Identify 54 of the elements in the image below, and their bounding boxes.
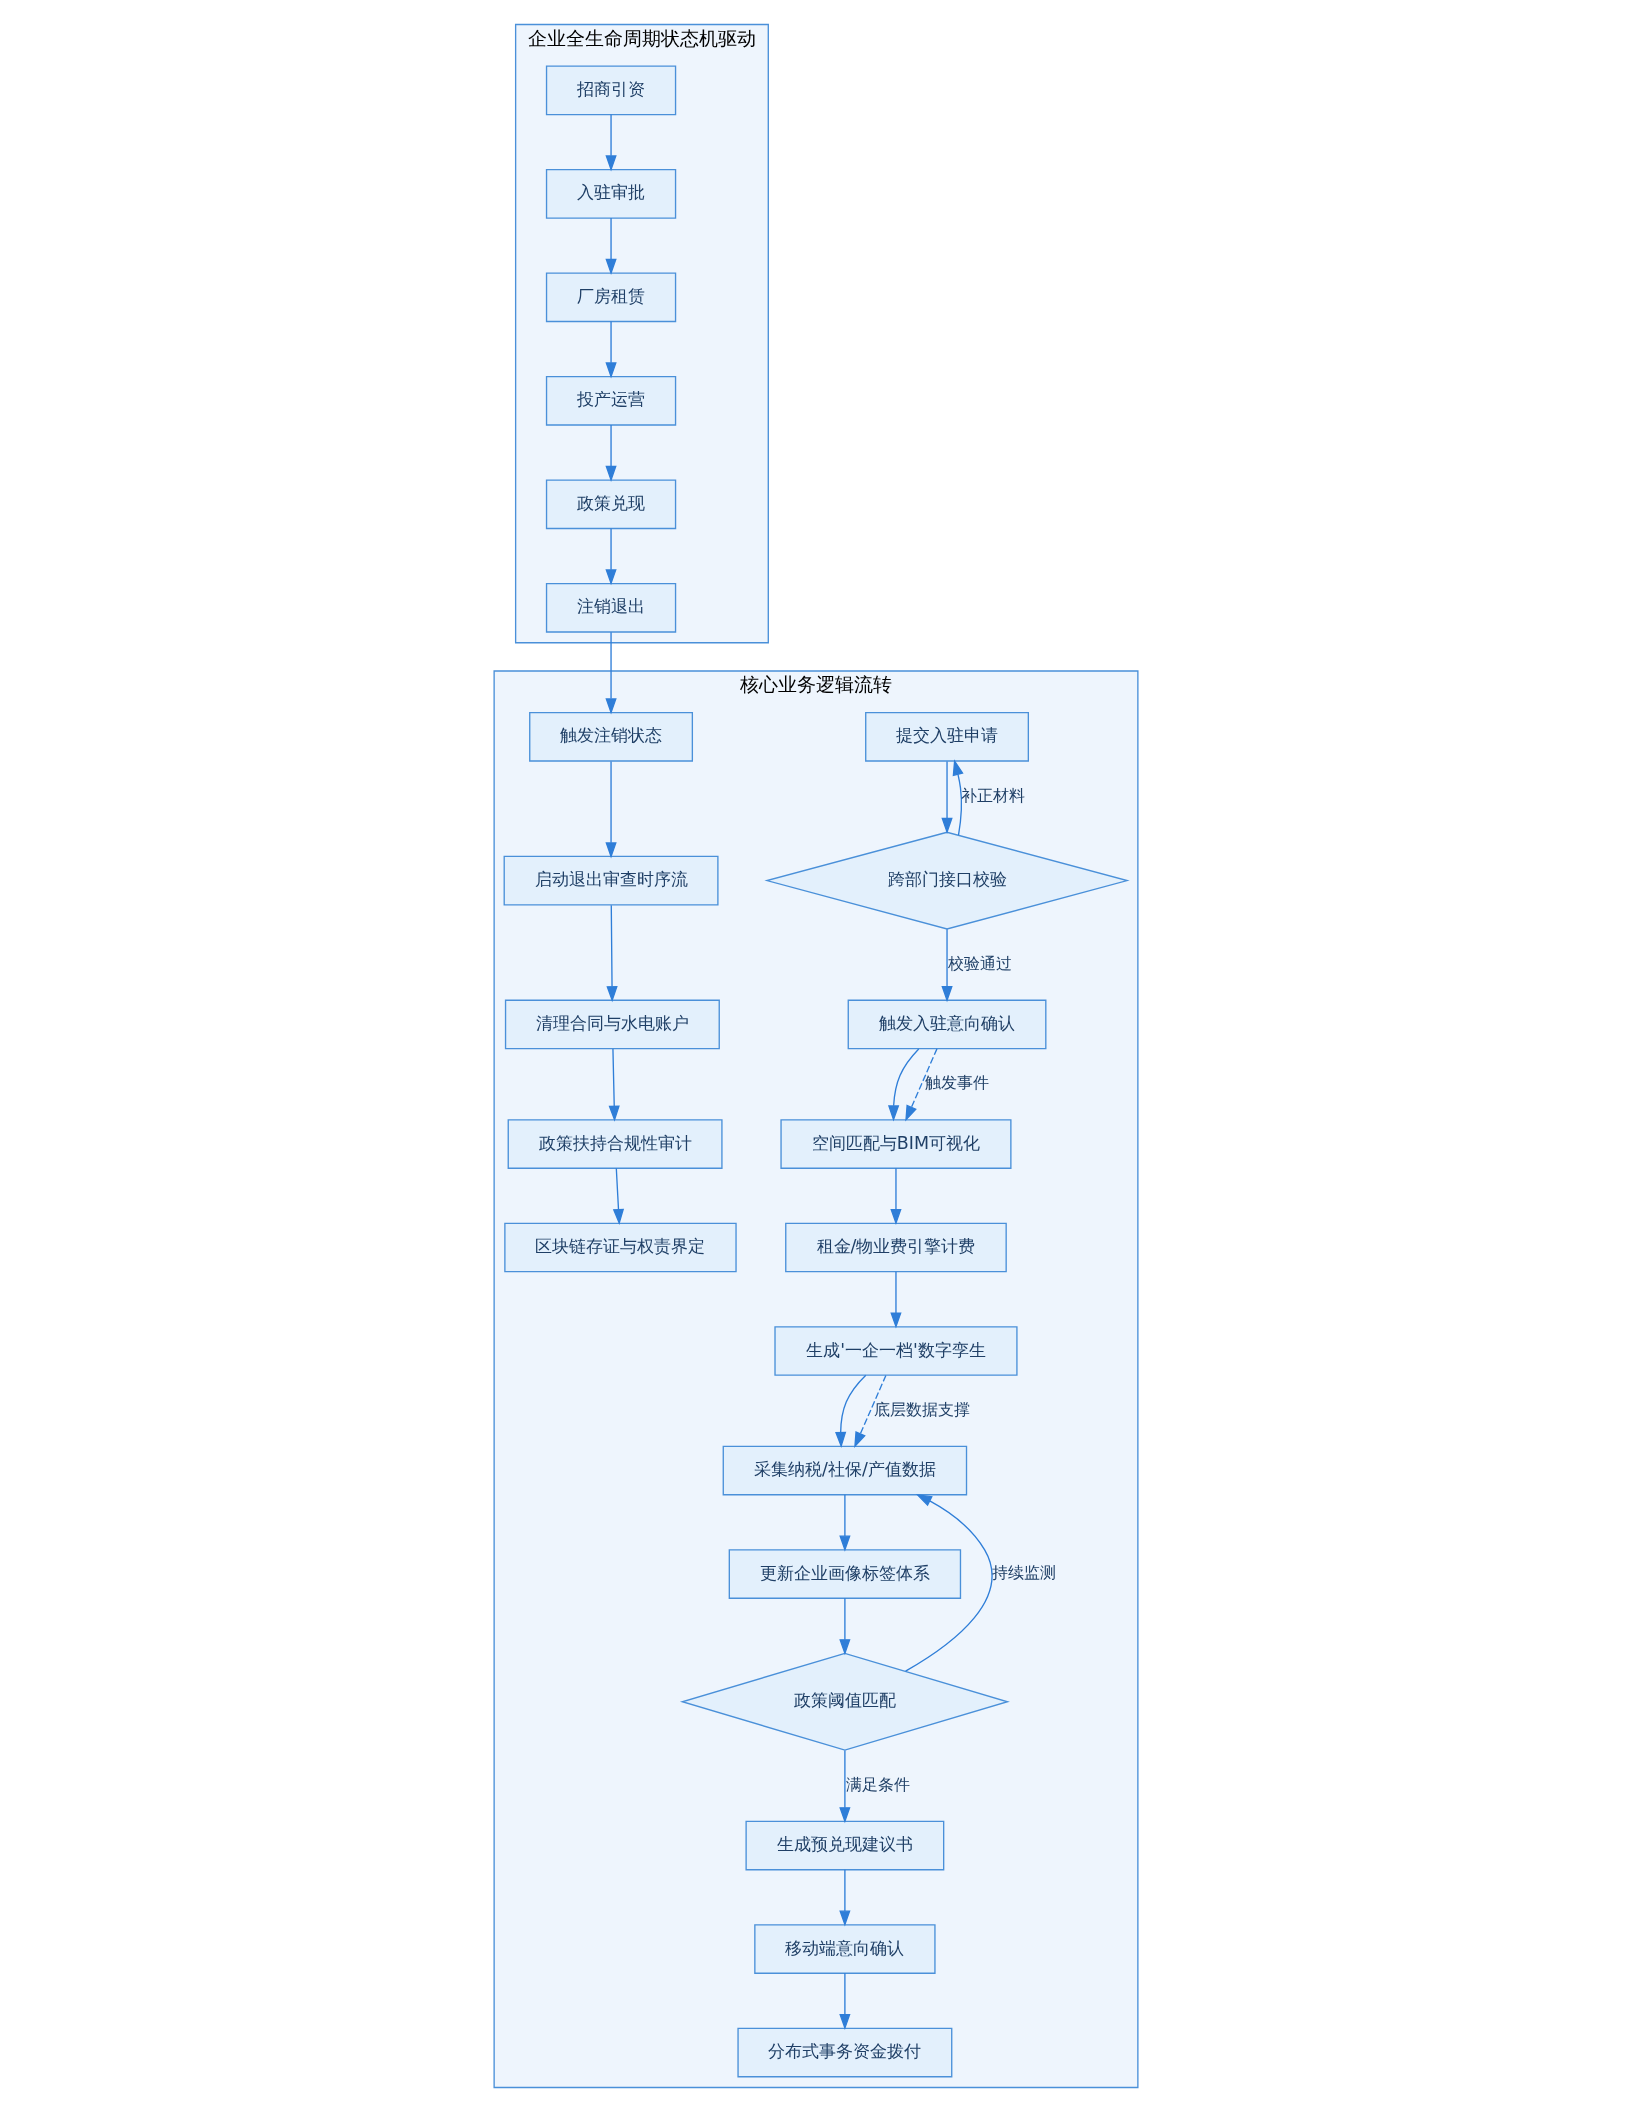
arrow (941, 928, 953, 1003)
arrow (605, 760, 617, 859)
node-box: 区块链存证与权责界定 (504, 1222, 737, 1273)
edge-label: 底层数据支撑 (874, 1399, 971, 1419)
arrow (606, 904, 618, 1003)
edge-label: 补正材料 (961, 785, 1026, 805)
node-box: 分布式事务资金拨付 (737, 2027, 953, 2078)
arrow (605, 217, 617, 275)
arrow (839, 1749, 851, 1824)
arrow (839, 1869, 851, 1927)
node-diamond: 跨部门接口校验 (764, 831, 1130, 930)
node-box: 清理合同与水电账户 (504, 999, 720, 1050)
node-box: 触发入驻意向确认 (847, 999, 1047, 1050)
node-box: 空间匹配与BIM可视化 (780, 1119, 1012, 1169)
arrow (839, 1972, 851, 2031)
edge-label: 满足条件 (845, 1774, 910, 1794)
arrow (941, 760, 953, 834)
arrow (839, 1494, 851, 1552)
node-box: 提交入驻申请 (865, 711, 1029, 762)
node-box: 入驻审批 (545, 169, 677, 219)
node-box: 生成'一企一档'数字孪生 (774, 1326, 1018, 1376)
arrow (605, 113, 617, 172)
arrow (888, 1048, 920, 1122)
node-box: 招商引资 (545, 65, 677, 116)
arrow (605, 527, 617, 586)
node-box: 触发注销状态 (529, 711, 694, 762)
node-box: 采集纳税/社保/产值数据 (722, 1445, 968, 1496)
node-box: 投产运营 (545, 375, 677, 426)
arrow (905, 1048, 938, 1122)
arrow (835, 1374, 867, 1448)
node-diamond: 政策阈值匹配 (679, 1652, 1010, 1751)
arrow (854, 1374, 887, 1449)
arrow (612, 1167, 625, 1226)
edge-label: 持续监测 (992, 1563, 1057, 1583)
node-box: 注销退出 (545, 582, 677, 633)
node-box: 移动端意向确认 (754, 1924, 936, 1974)
arrow (605, 320, 617, 379)
arrow (890, 1271, 902, 1329)
node-box: 启动退出审查时序流 (503, 855, 719, 906)
arrow (605, 424, 617, 482)
node-box: 政策扶持合规性审计 (507, 1119, 723, 1169)
edge-label: 校验通过 (947, 953, 1012, 973)
edge-label: 触发事件 (925, 1073, 990, 1093)
arrow (608, 1048, 620, 1122)
arrow (890, 1167, 902, 1226)
node-box: 政策兑现 (545, 479, 677, 530)
node-box: 租金/物业费引擎计费 (785, 1222, 1007, 1273)
arrow (605, 631, 617, 715)
node-box: 厂房租赁 (545, 272, 677, 323)
arrow (904, 1494, 993, 1672)
node-box: 生成预兑现建议书 (745, 1820, 945, 1871)
arrow (952, 759, 964, 836)
arrow (839, 1597, 851, 1656)
node-box: 更新企业画像标签体系 (728, 1549, 962, 1599)
